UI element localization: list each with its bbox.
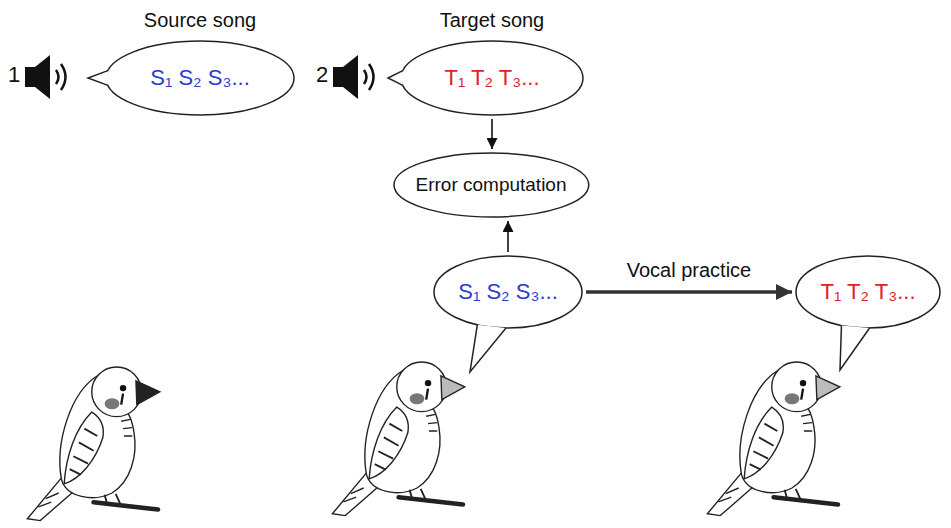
speaker-icon (333, 55, 374, 99)
ellipse-outline (401, 41, 583, 115)
bird-figure (27, 367, 159, 521)
speech-bubble: S₁ S₂ S₃... (433, 255, 583, 329)
process-ellipse: Error computation (393, 152, 590, 218)
arrow-connector (491, 119, 493, 149)
bubble-tail (88, 71, 108, 86)
speech-bubble: T₁ T₂ T₃... (795, 255, 941, 329)
bird-figure (707, 362, 839, 516)
bubble-tail (470, 325, 506, 372)
arrow-connector (586, 290, 792, 294)
node-text: T₁ T₂ T₃... (444, 65, 539, 90)
bird-figure (332, 362, 464, 516)
node-text: T₁ T₂ T₃... (820, 279, 915, 304)
node-text: Error computation (415, 174, 566, 196)
speech-bubble: Source songS₁ S₂ S₃... (105, 40, 295, 116)
arrow-connector (507, 221, 509, 252)
ellipse-outline (434, 256, 582, 328)
speech-bubble: Target songT₁ T₂ T₃... (400, 40, 584, 116)
ellipse-outline (796, 256, 940, 328)
bubble-tail (840, 325, 870, 370)
ellipse-outline (106, 41, 294, 115)
callout-number: 1 (8, 62, 20, 88)
speaker-icon (25, 55, 66, 99)
node-text: S₁ S₂ S₃... (150, 65, 250, 90)
node-text: S₁ S₂ S₃... (458, 279, 558, 304)
edge-label: Vocal practice (625, 259, 754, 282)
bubble-tail (388, 71, 403, 86)
bubble-heading: Target song (380, 9, 604, 32)
ellipse-outline (394, 153, 589, 217)
bubble-heading: Source song (85, 9, 315, 32)
callout-number: 2 (316, 62, 328, 88)
